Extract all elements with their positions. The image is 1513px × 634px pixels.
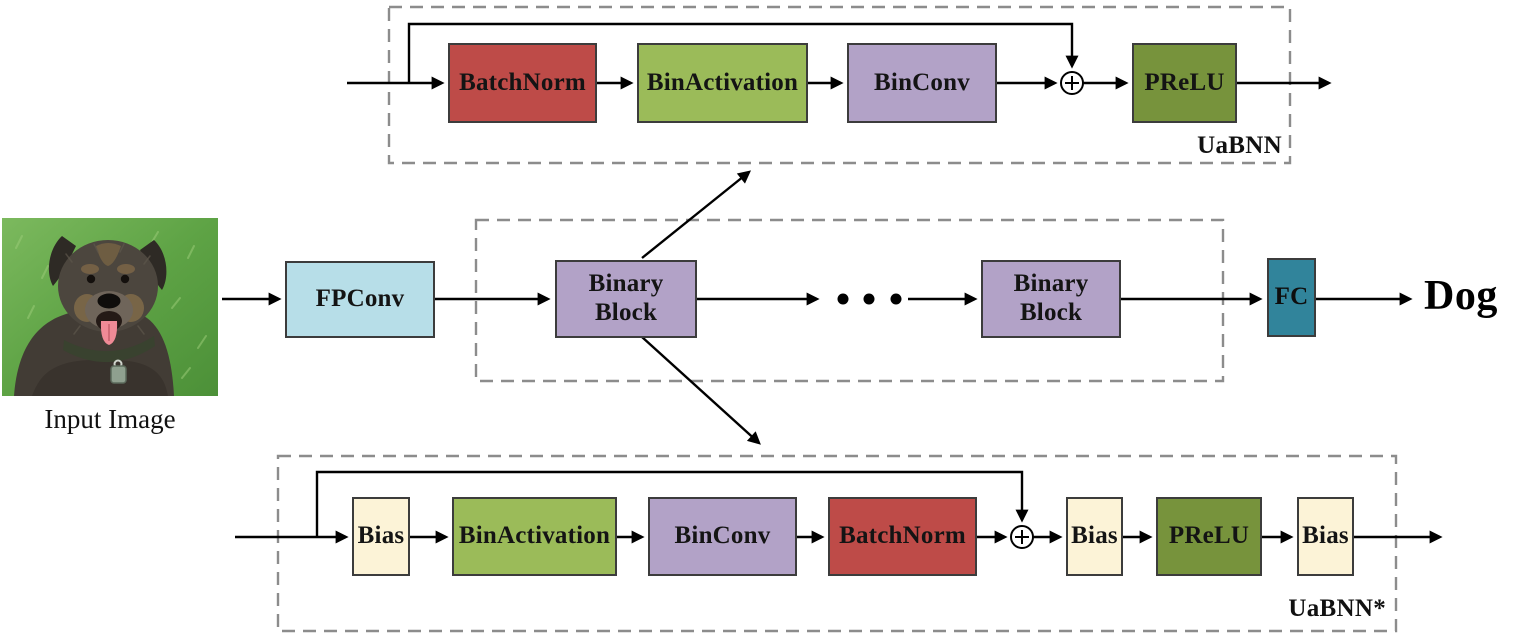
uabnn-star-binactivation-block: BinActivation <box>452 497 617 576</box>
uabnn-binconv-block: BinConv <box>847 43 997 123</box>
uabnn-star-bias-3-block: Bias <box>1297 497 1354 576</box>
uabnn-star-binconv-block: BinConv <box>648 497 797 576</box>
uabnn-batchnorm-block: BatchNorm <box>448 43 597 123</box>
fpconv-block: FPConv <box>285 261 435 338</box>
expand-arrow-to-uabnn-star <box>641 336 761 445</box>
uabnn-region-label: UaBNN <box>1197 132 1282 159</box>
add-icon-top <box>1060 71 1084 95</box>
uabnn-star-region-label: UaBNN* <box>1288 595 1386 622</box>
fc-block: FC <box>1267 258 1316 337</box>
uabnn-prelu-block: PReLU <box>1132 43 1237 123</box>
binary-block-2: Binary Block <box>981 260 1121 338</box>
uabnn-star-bias-2-block: Bias <box>1066 497 1123 576</box>
uabnn-binactivation-block: BinActivation <box>637 43 808 123</box>
input-image <box>2 218 218 396</box>
prediction-label: Dog <box>1424 273 1498 319</box>
dog-photo <box>2 218 218 396</box>
uabnn-star-prelu-block: PReLU <box>1156 497 1262 576</box>
input-image-caption: Input Image <box>44 404 176 434</box>
uabnn-star-bias-1-block: Bias <box>352 497 410 576</box>
ellipsis-dots <box>837 293 902 305</box>
add-icon-bottom <box>1010 525 1034 549</box>
expand-arrow-to-uabnn <box>641 170 752 259</box>
binary-block-1: Binary Block <box>555 260 697 338</box>
uabnn-star-batchnorm-block: BatchNorm <box>828 497 977 576</box>
